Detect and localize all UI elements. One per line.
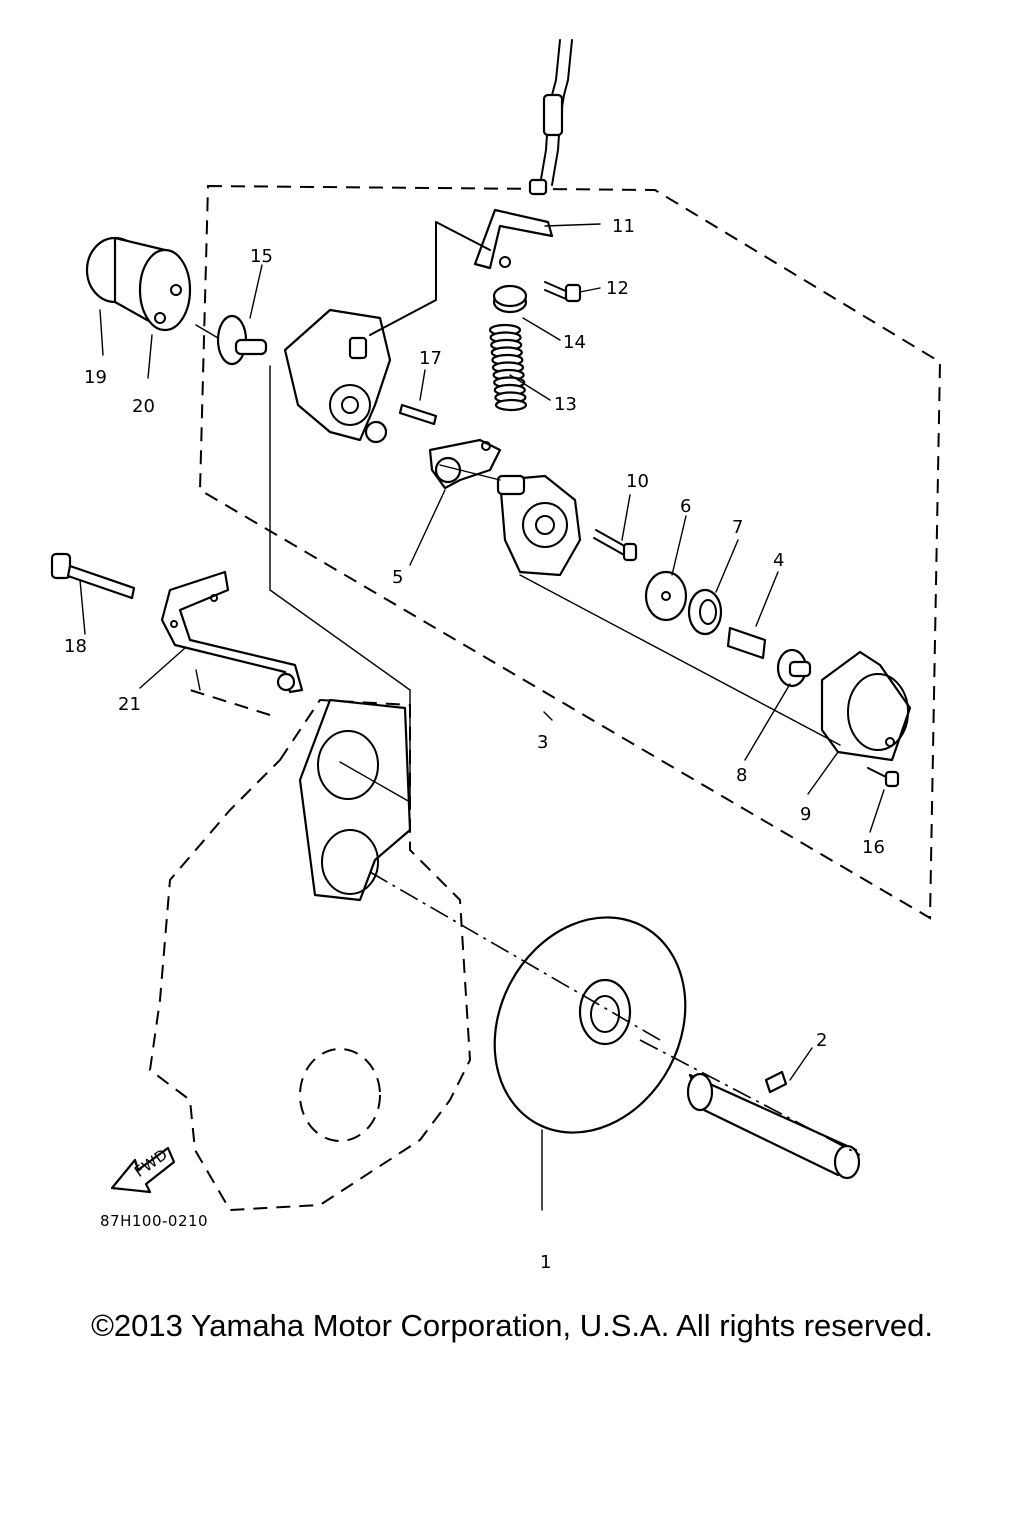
cap-9	[820, 650, 912, 762]
callout-leaders	[79, 223, 885, 1081]
callout-7: 7	[732, 517, 743, 538]
callout-8: 8	[736, 765, 747, 786]
callout-14: 14	[563, 332, 586, 353]
callout-11: 11	[612, 216, 635, 237]
spring-13	[488, 323, 528, 412]
screw-4	[726, 626, 767, 660]
callout-6: 6	[680, 496, 691, 517]
fwd-arrow: FWD	[110, 1145, 176, 1194]
callout-9: 9	[800, 804, 811, 825]
shaft	[686, 1070, 861, 1180]
callout-3: 3	[537, 732, 548, 753]
drawing-code: 87H100-0210	[100, 1212, 208, 1230]
cable	[528, 39, 573, 196]
cover-10	[496, 474, 638, 577]
sheave-1	[493, 916, 687, 1211]
plunger-15	[195, 314, 268, 366]
leader-lines	[195, 365, 861, 1156]
callout-2: 2	[816, 1030, 827, 1051]
fitting-19-20	[85, 236, 192, 332]
callout-10: 10	[626, 471, 649, 492]
seat-8	[776, 648, 812, 688]
callout-17: 17	[419, 348, 442, 369]
screw-16	[867, 767, 900, 788]
callout-15: 15	[250, 246, 273, 267]
housing-1	[283, 308, 392, 444]
callout-18: 18	[64, 636, 87, 657]
callout-1: 1	[540, 1252, 551, 1273]
ring-7	[687, 588, 723, 636]
callout-13: 13	[554, 394, 577, 415]
assembly-boundary	[198, 184, 942, 920]
washer-6	[644, 570, 688, 622]
stay-21	[160, 570, 304, 694]
pin-17	[398, 403, 438, 426]
callout-20: 20	[132, 396, 155, 417]
callout-16: 16	[862, 837, 885, 858]
lever-5	[428, 438, 502, 490]
crankcase-cover	[148, 689, 472, 1212]
callout-4: 4	[773, 550, 784, 571]
spring-seat-14	[492, 284, 528, 314]
copyright-notice: ©2013 Yamaha Motor Corporation, U.S.A. A…	[91, 1308, 933, 1343]
exploded-parts-diagram: FWD 87H100-0210 123456789101112131415161…	[50, 39, 942, 1273]
bracket-11	[369, 208, 554, 336]
bolt-12	[544, 281, 582, 303]
bolt-18	[50, 552, 136, 600]
callout-21: 21	[118, 694, 141, 715]
callout-12: 12	[606, 278, 629, 299]
callout-19: 19	[84, 367, 107, 388]
callout-5: 5	[392, 567, 403, 588]
spring-coil	[494, 398, 528, 412]
